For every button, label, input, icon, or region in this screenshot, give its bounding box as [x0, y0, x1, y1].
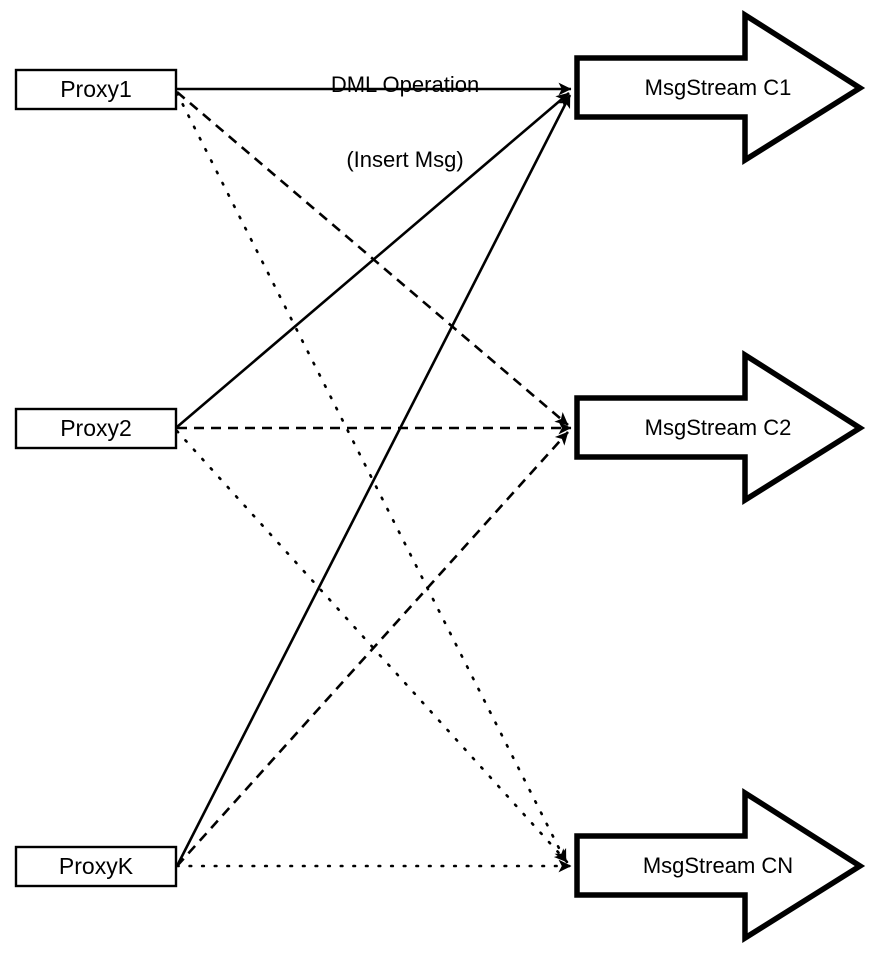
edge-group-proxy2	[175, 92, 572, 864]
edge-proxy1-to-stream-c2	[176, 91, 569, 426]
stream-arrow-stream-c2[interactable]	[574, 349, 866, 505]
proxy-box-proxy2[interactable]	[14, 407, 178, 450]
edge-group-proxy1	[175, 82, 572, 864]
edge-proxyk-to-stream-c2	[176, 431, 569, 867]
edge-group-proxyk	[175, 94, 573, 873]
edge-proxy2-to-stream-cn	[175, 429, 569, 864]
edge-proxy2-to-stream-c1	[176, 92, 570, 428]
proxy-boxes	[14, 68, 178, 888]
edge-proxy1-to-stream-cn	[175, 91, 568, 864]
stream-arrow-stream-c1[interactable]	[574, 9, 866, 165]
proxy-box-proxyk[interactable]	[14, 845, 178, 888]
edge-proxyk-to-stream-c1	[175, 94, 572, 867]
stream-arrows	[574, 9, 866, 943]
proxy-box-proxy1[interactable]	[14, 68, 178, 111]
stream-arrow-stream-cn[interactable]	[574, 787, 866, 943]
